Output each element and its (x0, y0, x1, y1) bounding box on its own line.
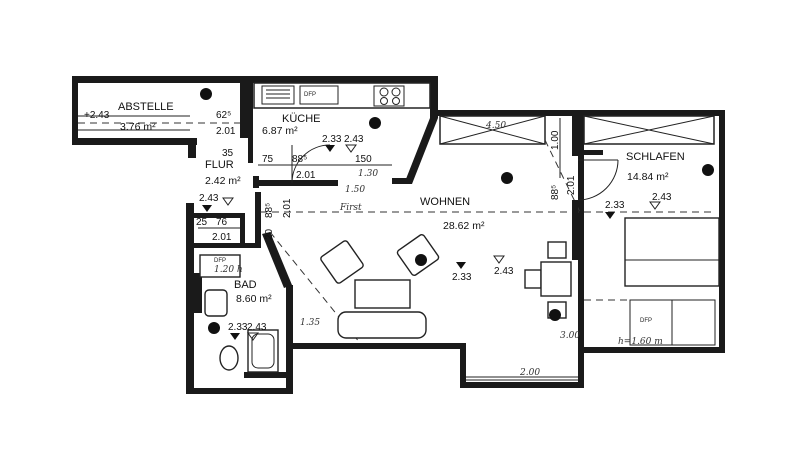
dim-20: 20 (264, 228, 275, 240)
level-schlafen-b: 2.43 (652, 192, 672, 203)
skylight-kitchen (439, 115, 546, 145)
level-wohnen-b: 2.43 (494, 266, 514, 277)
kitchen-counter (253, 82, 431, 109)
bay-window (466, 376, 578, 381)
note-h160: h=1.60 m (618, 337, 663, 347)
dim-201e: 2.01 (212, 232, 232, 243)
partition-wall (572, 116, 578, 156)
dim-201a: 2.01 (216, 126, 236, 137)
room-area-flur: 2.42 m² (205, 175, 241, 187)
room-name-kueche: KÜCHE (282, 113, 321, 125)
note-130: 1.30 (358, 169, 378, 179)
dim-75: 75 (262, 154, 274, 165)
level-marker-icon (493, 255, 505, 264)
level-marker-icon (222, 197, 234, 206)
dim-201b: 2.01 (296, 170, 316, 181)
note-dfp1: DFP (304, 92, 316, 98)
floor-drain-icon (549, 309, 561, 321)
skylight-schlafen (583, 115, 715, 145)
floor-drain-icon (501, 172, 513, 184)
note-300: 3.00 (560, 331, 580, 341)
level-kueche-b: 2.43 (344, 134, 364, 145)
level-bad-b: 2.43 (247, 322, 267, 333)
level-abstelle: +2.43 (84, 110, 110, 121)
exterior-walls (72, 76, 725, 394)
level-wohnen-a: 2.33 (452, 272, 472, 283)
level-marker-icon (605, 212, 615, 219)
floor-drain-icon (200, 88, 212, 100)
level-marker-icon (456, 262, 466, 269)
floor-drain-icon (369, 117, 381, 129)
room-area-bad: 8.60 m² (236, 293, 272, 305)
door-swing-icon (577, 159, 619, 201)
level-kueche-a: 2.33 (322, 134, 342, 145)
level-marker-icon (325, 145, 335, 152)
level-marker-icon (247, 332, 259, 341)
level-bad-a: 2.33 (228, 322, 248, 333)
note-200: 2.00 (519, 368, 540, 378)
room-area-abstelle: 3.76 m² (120, 121, 156, 133)
level-marker-icon (345, 144, 357, 153)
level-flur: 2.43 (199, 193, 219, 204)
dim-201d: 2.01 (282, 198, 293, 218)
dim-100: 1.00 (550, 130, 561, 150)
dim-201c: 2.01 (566, 175, 577, 195)
level-schlafen-a: 2.33 (605, 200, 625, 211)
dim-150: 150 (355, 154, 372, 165)
room-name-abstelle: ABSTELLE (118, 101, 174, 113)
interior-walls (194, 83, 438, 378)
dim-625: 62⁵ (216, 110, 231, 121)
note-135: 1.35 (300, 318, 320, 328)
note-dfp2: DFP (214, 258, 226, 264)
level-marker-icon (649, 201, 661, 210)
door-swing-icon (291, 144, 331, 184)
floor-drain-icon (415, 254, 427, 266)
dim-25: 25 (196, 217, 208, 228)
abstelle-roof-slope (78, 115, 240, 131)
level-marker-icon (202, 205, 212, 212)
note-450: 4.50 (485, 121, 506, 131)
dim-885c: 88⁵ (264, 203, 275, 218)
note-150: 1.50 (345, 185, 365, 195)
living-furniture (320, 234, 572, 339)
room-area-kueche: 6.87 m² (262, 125, 298, 137)
dim-76: 76 (216, 217, 228, 228)
room-name-bad: BAD (234, 279, 257, 291)
dim-35: 35 (222, 148, 234, 159)
note-dfp3: DFP (640, 318, 652, 324)
note-1120: 1.20 h (214, 265, 243, 275)
beam-label: First (339, 203, 362, 213)
bath-fixtures (199, 254, 279, 373)
floor-drain-icon (702, 164, 714, 176)
level-marker-icon (230, 333, 240, 340)
room-name-flur: FLUR (205, 159, 234, 171)
room-area-schlafen: 14.84 m² (627, 171, 669, 183)
dim-885b: 88⁵ (550, 185, 561, 200)
dim-885a: 88⁵ (292, 154, 307, 165)
bed (624, 217, 720, 346)
room-name-schlafen: SCHLAFEN (626, 151, 685, 163)
room-area-wohnen: 28.62 m² (443, 220, 485, 232)
floor-drain-icon (208, 322, 220, 334)
dimension-lines (198, 118, 561, 229)
room-name-wohnen: WOHNEN (420, 196, 470, 208)
